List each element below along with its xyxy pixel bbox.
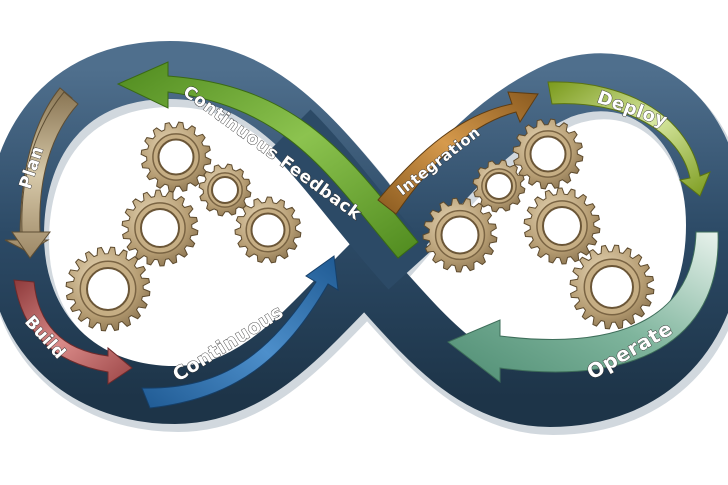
continuous-arrow-body [141,255,339,409]
gear-icon [140,121,212,193]
gear-icon [569,244,655,330]
gear-icon [234,196,302,264]
gear-icon [422,197,498,273]
integration-arrow-body [377,91,539,215]
plan-arrow-body [11,91,79,259]
gear-icon [198,163,252,217]
gear-icon [523,187,601,265]
gear-icon [65,246,151,332]
gear-icon [512,118,584,190]
build-arrow-body [13,279,133,385]
gear-icon [121,189,199,267]
operate-arrow-body [447,231,719,384]
deploy-arrow-body [547,81,711,197]
gear-cluster-right [422,118,655,330]
gear-icon [472,159,526,213]
continuous-feedback-arrow-body [116,61,419,259]
gear-cluster-left [65,121,302,332]
